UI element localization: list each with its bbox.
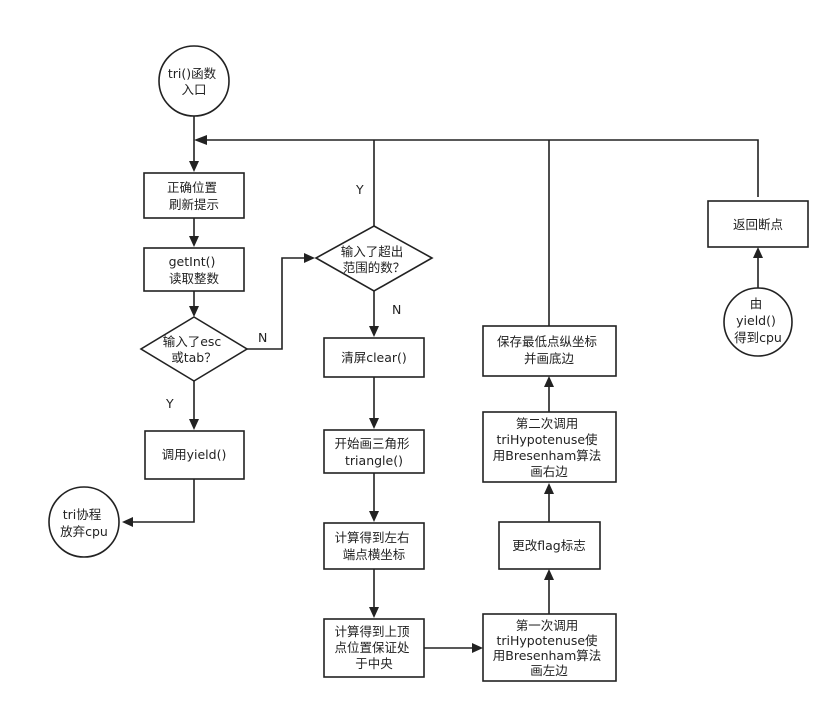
node-yield-got: 由 yield() 得到cpu xyxy=(723,287,793,357)
decision-diamond xyxy=(139,316,249,382)
process-box xyxy=(498,521,601,570)
arrowhead xyxy=(544,376,554,387)
process-box xyxy=(323,337,425,378)
node-text: 更改flag标志 xyxy=(512,538,585,553)
arrowhead xyxy=(369,326,379,337)
node-range-check: 输入了超出 范围的数？ xyxy=(314,225,434,292)
node-save-bottom: 保存最低点纵坐标 并画底边 xyxy=(482,325,617,377)
node-text: 计算得到左右 端点横坐标 xyxy=(335,530,414,562)
process-box xyxy=(482,325,617,377)
node-text: 开始画三角形 triangle() xyxy=(335,436,414,468)
node-clear: 清屏clear() xyxy=(323,337,425,378)
node-text: 输入了超出 范围的数？ xyxy=(341,244,408,275)
node-text: 由 yield() 得到cpu xyxy=(734,296,782,345)
process-box xyxy=(144,430,245,480)
edge-label-esc-no: N xyxy=(258,330,267,345)
edge-yield-to-giveup xyxy=(130,479,195,523)
node-text: 第一次调用 triHypotenuse使 用Bresenham算法 画左边 xyxy=(493,618,606,678)
process-box xyxy=(143,247,245,292)
arrowhead xyxy=(544,569,554,580)
node-second-hypotenuse: 第二次调用 triHypotenuse使 用Bresenham算法 画右边 xyxy=(482,411,617,483)
arrowhead xyxy=(189,419,199,430)
node-return-breakpoint: 返回断点 xyxy=(707,200,809,248)
edges xyxy=(122,116,763,653)
node-entry: tri()函数 入口 xyxy=(158,45,230,117)
node-start-triangle: 开始画三角形 triangle() xyxy=(323,429,425,474)
edge-esc-no-to-range xyxy=(247,257,308,350)
process-box xyxy=(323,522,425,570)
process-box xyxy=(482,411,617,483)
node-text: 第二次调用 triHypotenuse使 用Bresenham算法 画右边 xyxy=(493,416,606,479)
node-text: 调用yield() xyxy=(162,447,227,462)
process-box xyxy=(323,429,425,474)
node-text: 保存最低点纵坐标 并画底边 xyxy=(497,334,601,366)
arrowhead xyxy=(194,135,207,145)
arrowhead xyxy=(189,236,199,247)
arrowhead xyxy=(189,161,199,172)
node-text: 返回断点 xyxy=(733,217,783,232)
arrowhead xyxy=(753,247,763,258)
arrowhead xyxy=(369,607,379,618)
node-give-up: tri协程 放弃cpu xyxy=(48,486,120,558)
arrowhead xyxy=(544,483,554,494)
node-text: 输入了esc 或tab？ xyxy=(163,334,226,365)
node-text: tri协程 放弃cpu xyxy=(60,507,108,539)
node-refresh: 正确位置 刷新提示 xyxy=(143,172,245,219)
node-esc-check: 输入了esc 或tab？ xyxy=(139,316,249,382)
process-box xyxy=(482,613,617,682)
edge-label-range-yes: Y xyxy=(355,182,364,197)
node-text: 清屏clear() xyxy=(341,350,407,365)
arrowhead xyxy=(122,517,133,527)
process-box xyxy=(323,618,425,678)
node-calc-lr: 计算得到左右 端点横坐标 xyxy=(323,522,425,570)
terminal-circle xyxy=(158,45,230,117)
edge-label-esc-yes: Y xyxy=(165,396,174,411)
edge-label-range-no: N xyxy=(392,302,401,317)
node-getint: getInt() 读取整数 xyxy=(143,247,245,292)
node-change-flag: 更改flag标志 xyxy=(498,521,601,570)
terminal-circle xyxy=(723,287,793,357)
node-yield-call: 调用yield() xyxy=(144,430,245,480)
decision-diamond xyxy=(314,225,434,292)
node-calc-top: 计算得到上顶 点位置保证处 于中央 xyxy=(323,618,425,678)
arrowhead xyxy=(189,306,199,317)
node-text: getInt() 读取整数 xyxy=(169,254,220,286)
arrowhead xyxy=(369,511,379,522)
arrowhead xyxy=(472,643,483,653)
node-text: tri()函数 入口 xyxy=(168,66,220,97)
terminal-circle xyxy=(48,486,120,558)
arrowhead xyxy=(304,253,315,263)
arrowhead xyxy=(369,418,379,429)
edge-top-return-line xyxy=(205,139,759,197)
process-box xyxy=(143,172,245,219)
node-text: 正确位置 刷新提示 xyxy=(167,180,221,212)
node-first-hypotenuse: 第一次调用 triHypotenuse使 用Bresenham算法 画左边 xyxy=(482,613,617,682)
node-text: 计算得到上顶 点位置保证处 于中央 xyxy=(335,624,414,671)
process-box xyxy=(707,200,809,248)
